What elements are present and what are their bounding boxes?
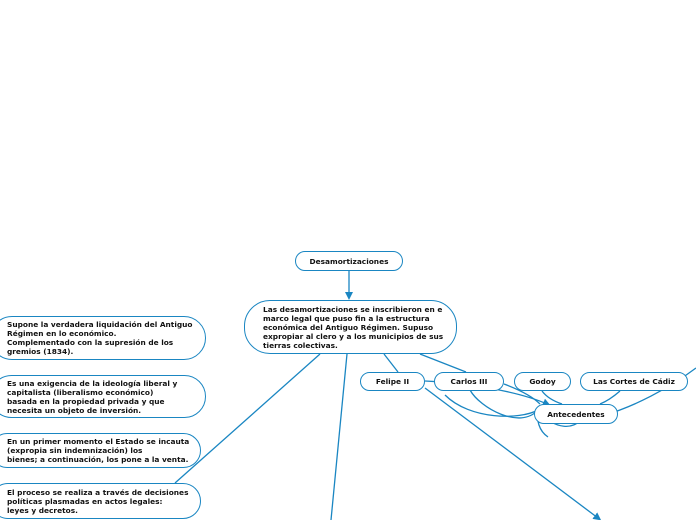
topic-carlos-iii-label: Carlos III	[450, 377, 488, 386]
left-node-3[interactable]: En un primer momento el Estado se incaut…	[0, 433, 201, 468]
topic-felipe-ii-label: Felipe II	[375, 377, 410, 386]
title-node[interactable]: Desamortizaciones	[295, 251, 403, 271]
carlos-to-antecedentes-link	[503, 383, 541, 405]
antecedentes-bundle-2	[444, 394, 539, 417]
left-node-4-text: El proceso se realiza a través de decisi…	[7, 487, 189, 515]
left-node-2[interactable]: Es una exigencia de la ideología liberal…	[0, 375, 206, 418]
main-to-left-link	[174, 353, 321, 484]
cortes-to-antecedentes-link	[599, 390, 621, 405]
felipe-to-lower-right-arrow	[424, 387, 602, 520]
left-node-2-text: Es una exigencia de la ideología liberal…	[7, 378, 178, 415]
left-node-3-text: En un primer momento el Estado se incaut…	[7, 437, 190, 464]
topic-carlos-iii[interactable]: Carlos III	[434, 372, 504, 391]
left-node-1[interactable]: Supone la verdadera liquidación del Anti…	[0, 316, 206, 360]
godoy-to-antecedentes-link	[541, 390, 563, 405]
topic-godoy[interactable]: Godoy	[514, 372, 571, 391]
topic-felipe-ii[interactable]: Felipe II	[360, 372, 425, 391]
main-to-carlos-link	[419, 353, 467, 373]
main-node-text: Las desamortizaciones se inscribieron en…	[263, 304, 444, 350]
antecedentes-node-label: Antecedentes	[547, 409, 605, 419]
left-node-1-text: Supone la verdadera liquidación del Anti…	[7, 320, 193, 356]
topic-cortes-de-cadiz-label: Las Cortes de Cádiz	[593, 377, 675, 386]
antecedentes-node[interactable]: Antecedentes	[534, 404, 618, 424]
main-node[interactable]: Las desamortizaciones se inscribieron en…	[244, 300, 457, 354]
main-down-link	[330, 353, 348, 520]
main-to-felipe-link	[383, 353, 399, 373]
antecedentes-bundle-3	[469, 389, 539, 419]
title-node-label: Desamortizaciones	[309, 256, 389, 266]
left-node-4[interactable]: El proceso se realiza a través de decisi…	[0, 483, 201, 519]
topic-godoy-label: Godoy	[529, 377, 556, 386]
topic-cortes-de-cadiz[interactable]: Las Cortes de Cádiz	[580, 372, 688, 391]
